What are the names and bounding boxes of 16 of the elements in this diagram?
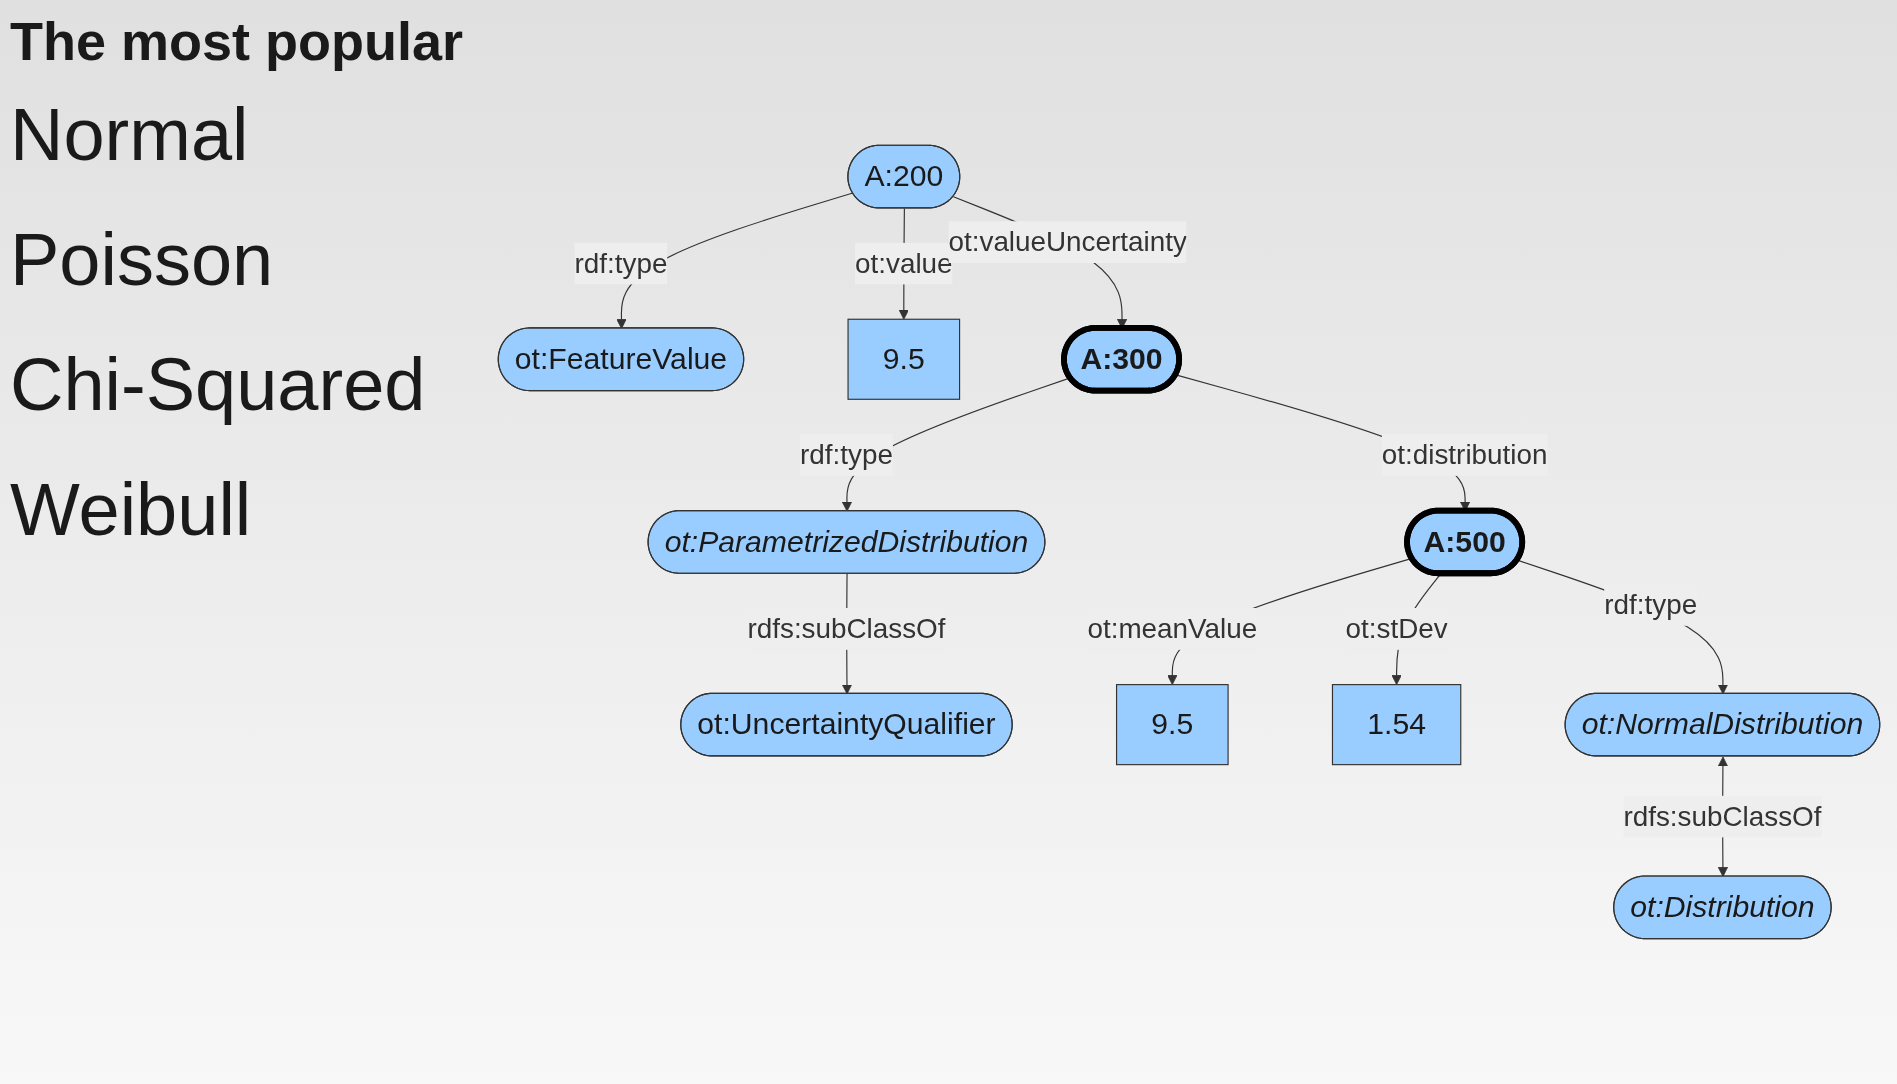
list-item: Normal — [10, 92, 250, 177]
edge-label: ot:meanValue — [1086, 612, 1257, 645]
edge-label: rdfs:subClassOf — [1622, 800, 1821, 832]
edge-label: rdfs:subClassOf — [746, 612, 945, 645]
slide-title: The most popular — [10, 10, 464, 72]
node-box: 9.5 — [1115, 684, 1229, 766]
list-item: Weibull — [10, 467, 253, 552]
list-item: Chi-Squared — [10, 342, 427, 427]
edge-label: rdf:type — [574, 247, 667, 279]
edge-label: ot:stDev — [1345, 612, 1448, 645]
edge-label: ot:distribution — [1381, 438, 1547, 471]
edge-label: rdf:type — [799, 438, 893, 471]
list-item: Poisson — [10, 217, 275, 302]
node-box: 1.54 — [1331, 684, 1461, 766]
node-box: 9.5 — [846, 318, 960, 400]
edge-label: rdf:type — [1603, 588, 1697, 620]
